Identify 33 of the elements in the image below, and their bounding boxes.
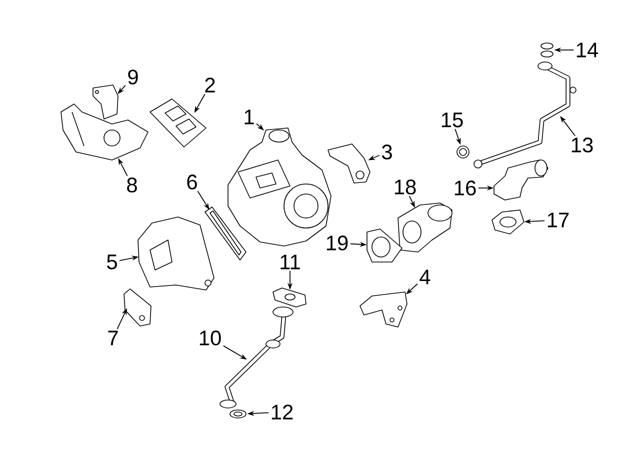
gasket-drawing [204, 206, 246, 260]
callout-number: 14 [576, 42, 598, 58]
callout-number: 6 [187, 174, 197, 190]
callout-number: 19 [326, 236, 348, 250]
bracket-drawing [92, 84, 118, 120]
gasket-drawing [366, 228, 402, 262]
callout-number: 7 [108, 330, 118, 346]
callout-number: 2 [205, 78, 215, 92]
callout-number: 4 [420, 270, 430, 284]
callout-number: 15 [442, 112, 463, 128]
callout-number: 8 [127, 178, 137, 192]
callout-number: 3 [382, 144, 392, 160]
callout-number: 5 [107, 254, 117, 270]
bracket-drawing [328, 144, 370, 184]
turbine-outlet-drawing [398, 202, 452, 252]
callout-number: 10 [200, 330, 221, 346]
washer-drawing [230, 410, 246, 418]
callout-number: 11 [280, 254, 300, 270]
callout-number: 16 [454, 180, 476, 196]
heat-shield-drawing [60, 104, 148, 160]
bracket-drawing [360, 292, 408, 328]
callout-number: 9 [128, 70, 138, 84]
gasket-drawing [492, 210, 524, 234]
seal-ring-drawing [540, 42, 554, 58]
bracket-drawing [124, 288, 152, 326]
callout-number: 18 [394, 180, 416, 194]
pipe-elbow-drawing [494, 160, 548, 200]
gasket-drawing [150, 98, 206, 148]
callout-number: 13 [572, 138, 593, 152]
callout-number: 12 [272, 404, 293, 420]
clamp-drawing [456, 146, 470, 158]
callout-number: 17 [548, 212, 569, 228]
callout-number: 1 [244, 110, 254, 124]
